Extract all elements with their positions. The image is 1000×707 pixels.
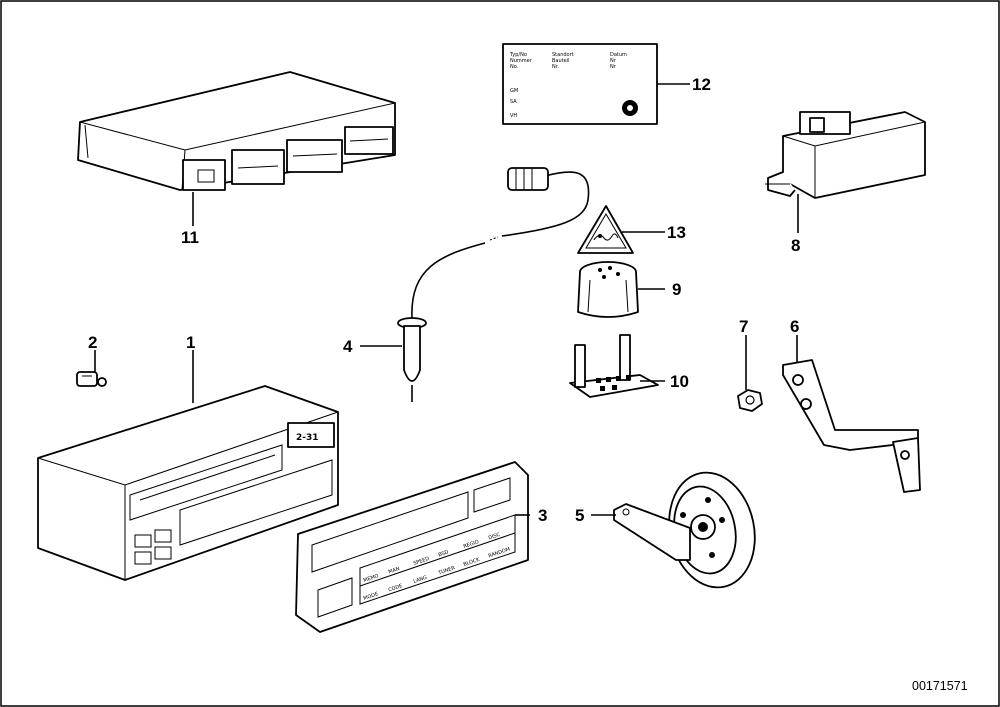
callout-10: 10 xyxy=(670,372,689,391)
part-8-relay-module[interactable] xyxy=(765,111,926,199)
part-2-bulb[interactable] xyxy=(76,371,107,387)
faceplate-button-label: DISC xyxy=(488,532,502,542)
faceplate-button-label: MEMO xyxy=(363,573,380,584)
part-5-horn[interactable] xyxy=(613,465,765,596)
callout-8: 8 xyxy=(791,236,800,255)
svg-text:Typ/No: Typ/No xyxy=(509,52,527,58)
svg-text:Standort: Standort xyxy=(552,52,574,58)
svg-text:Nr.: Nr. xyxy=(552,64,559,70)
callout-labels: 1 2 3 4 5 6 7 8 9 10 11 12 13 xyxy=(88,75,800,525)
svg-text:SA: SA xyxy=(510,99,517,105)
svg-text:No.: No. xyxy=(510,64,519,70)
callout-2: 2 xyxy=(88,333,97,352)
callout-4: 4 xyxy=(343,337,353,356)
faceplate-button-label: LANG xyxy=(413,575,428,585)
callout-13: 13 xyxy=(667,223,686,242)
faceplate-button-label: SPEED xyxy=(413,556,431,567)
callout-12: 12 xyxy=(692,75,711,94)
faceplate-button-label: MAN xyxy=(388,566,401,575)
part-1-radio[interactable]: 2-31 xyxy=(37,385,339,581)
part-11-control-module[interactable] xyxy=(77,71,396,191)
diagram-id: 00171571 xyxy=(912,679,968,693)
svg-text:VH: VH xyxy=(510,113,517,119)
svg-text:Datum: Datum xyxy=(610,52,627,58)
callout-7: 7 xyxy=(739,317,748,336)
faceplate-button-label: TUNER xyxy=(437,565,457,577)
svg-text:Nr: Nr xyxy=(610,64,617,70)
faceplate-button-label: BLOCK xyxy=(463,557,481,568)
svg-text:Nr: Nr xyxy=(610,58,617,64)
part-3-faceplate[interactable] xyxy=(295,461,529,633)
callout-9: 9 xyxy=(672,280,681,299)
svg-text:Nummer: Nummer xyxy=(510,58,533,64)
part-4-sensor-cable[interactable] xyxy=(397,167,590,402)
faceplate-button-label: REGIO xyxy=(463,539,480,550)
leader-lines xyxy=(94,83,799,516)
svg-text:Bauteil: Bauteil xyxy=(552,58,569,64)
part-9-connector-housing[interactable] xyxy=(577,261,639,318)
part-6-bracket[interactable] xyxy=(782,359,921,493)
svg-text:GM: GM xyxy=(510,88,518,94)
callout-3: 3 xyxy=(538,506,547,525)
faceplate-button-label: BSD xyxy=(438,549,450,558)
part-7-nut[interactable] xyxy=(737,389,763,412)
callout-5: 5 xyxy=(575,506,584,525)
radio-display-label: 2-31 xyxy=(296,433,319,443)
callout-11: 11 xyxy=(181,228,199,247)
faceplate-button-label: CODE xyxy=(388,583,404,593)
faceplate-button-grid xyxy=(359,514,516,605)
part-13-warning-sticker[interactable] xyxy=(577,205,634,254)
callout-6: 6 xyxy=(790,317,799,336)
faceplate-button-label: MODE xyxy=(363,591,379,602)
callout-1: 1 xyxy=(186,333,195,352)
part-10-connector-clip[interactable] xyxy=(569,334,659,398)
